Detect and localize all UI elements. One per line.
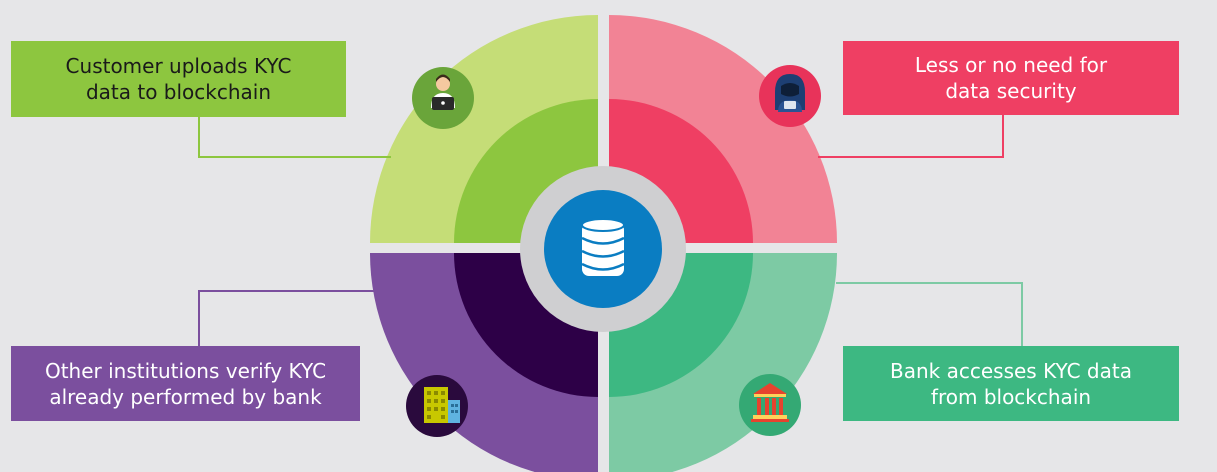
connector-bottom-left xyxy=(198,290,386,346)
person-laptop-icon xyxy=(431,74,455,110)
quadrant-bottom-right-label: Bank accesses KYC data from blockchain xyxy=(843,346,1179,421)
quadrant-top-left-label: Customer uploads KYC data to blockchain xyxy=(11,41,346,117)
buildings-icon xyxy=(424,387,460,423)
connector-bottom-right xyxy=(836,282,1023,346)
connector-top-right xyxy=(818,115,1004,158)
bank-icon xyxy=(751,383,789,422)
hacker-icon xyxy=(775,74,805,112)
connector-top-left xyxy=(198,117,391,158)
quadrant-bottom-left-label: Other institutions verify KYC already pe… xyxy=(11,346,360,421)
quadrant-top-right-label: Less or no need for data security xyxy=(843,41,1179,115)
database-icon xyxy=(581,218,625,276)
